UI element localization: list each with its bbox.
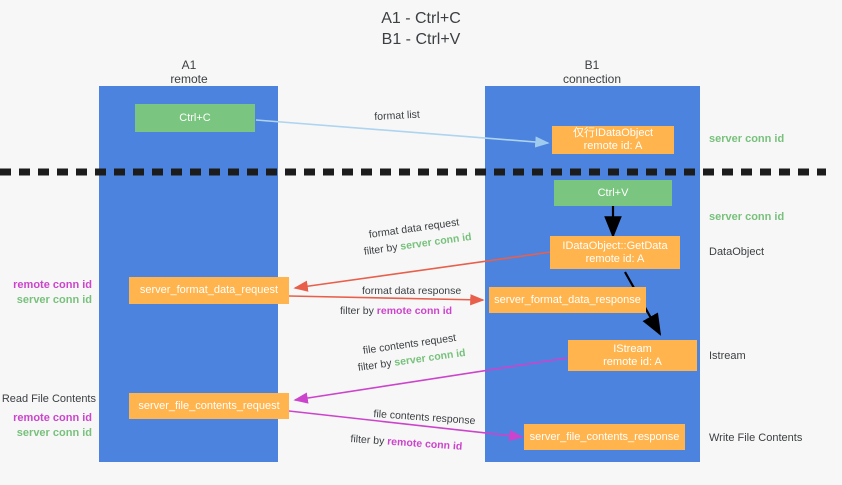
- annotation-remote-conn-id-lower: remote conn id: [13, 412, 92, 424]
- node-ctrl-v[interactable]: Ctrl+V: [554, 180, 672, 206]
- node-ctrl-c-label: Ctrl+C: [179, 111, 211, 124]
- node-ctrl-v-label: Ctrl+V: [597, 186, 629, 199]
- filter-prefix-2: filter by: [340, 305, 377, 317]
- annotation-write-file-contents: Write File Contents: [709, 432, 803, 444]
- node-istream[interactable]: IStream remote id: A: [568, 340, 697, 371]
- filter-prefix-1: filter by: [363, 240, 402, 258]
- node-server-file-contents-request[interactable]: server_file_contents_request: [129, 393, 289, 419]
- node-idataobject-title: 仅行IDataObject: [572, 127, 654, 139]
- node-server-format-data-response-label: server_format_data_response: [494, 293, 641, 306]
- annotation-server-conn-id-lower: server conn id: [16, 427, 92, 439]
- annotation-server-conn-id-upper: server conn id: [16, 294, 92, 306]
- node-server-file-contents-request-label: server_file_contents_request: [138, 399, 280, 412]
- node-idataobject[interactable]: 仅行IDataObject remote id: A: [552, 126, 674, 154]
- diagram-title: A1 - Ctrl+C B1 - Ctrl+V: [0, 8, 842, 50]
- edge-label-file-contents-response-filter: filter by remote conn id: [350, 432, 463, 454]
- column-b1-name: B1: [584, 58, 600, 72]
- column-a1-sub: remote: [170, 72, 208, 86]
- column-b1-sub: connection: [562, 72, 622, 86]
- node-server-format-data-request-label: server_format_data_request: [139, 284, 279, 296]
- annotation-dataobject: DataObject: [709, 246, 765, 258]
- annotation-server-conn-id-second: server conn id: [709, 211, 785, 223]
- edge-label-format-data-response: format data response: [362, 285, 462, 297]
- node-idataobject-sub: remote id: A: [583, 140, 643, 152]
- title-line-2: B1 - Ctrl+V: [381, 31, 461, 48]
- column-header-a1: A1 remote: [109, 58, 269, 86]
- annotation-read-file-contents: Read File Contents: [1, 393, 96, 405]
- filter-prefix-3: filter by: [357, 356, 396, 374]
- title-line-1: A1 - Ctrl+C: [381, 10, 461, 27]
- annotation-istream: Istream: [709, 350, 746, 362]
- filter-value-remote-conn-id-2: remote conn id: [386, 435, 463, 453]
- node-istream-sub: remote id: A: [603, 355, 662, 368]
- column-a1-name: A1: [181, 58, 197, 72]
- filter-value-remote-conn-id-1: remote conn id: [376, 305, 453, 317]
- edge-label-file-contents-response: file contents response: [373, 407, 476, 428]
- node-server-file-contents-response[interactable]: server_file_contents_response: [524, 424, 685, 450]
- filter-prefix-4: filter by: [350, 432, 388, 448]
- node-idataobject-getdata[interactable]: IDataObject::GetData remote id: A: [550, 236, 680, 269]
- edge-label-format-data-response-filter: filter by remote conn id: [340, 304, 452, 318]
- node-ctrl-c[interactable]: Ctrl+C: [135, 104, 255, 132]
- edge-label-format-list: format list: [374, 108, 421, 123]
- node-getdata-sub: remote id: A: [585, 252, 645, 265]
- node-server-file-contents-response-label: server_file_contents_response: [529, 430, 680, 443]
- column-header-b1: B1 connection: [512, 58, 672, 86]
- annotation-server-conn-id-top: server conn id: [709, 133, 785, 145]
- annotation-remote-conn-id-upper: remote conn id: [13, 279, 92, 291]
- node-getdata-title: IDataObject::GetData: [562, 239, 668, 252]
- node-server-format-data-request[interactable]: server_format_data_request: [129, 277, 289, 304]
- node-istream-title: IStream: [613, 342, 652, 355]
- node-server-format-data-response[interactable]: server_format_data_response: [489, 287, 646, 313]
